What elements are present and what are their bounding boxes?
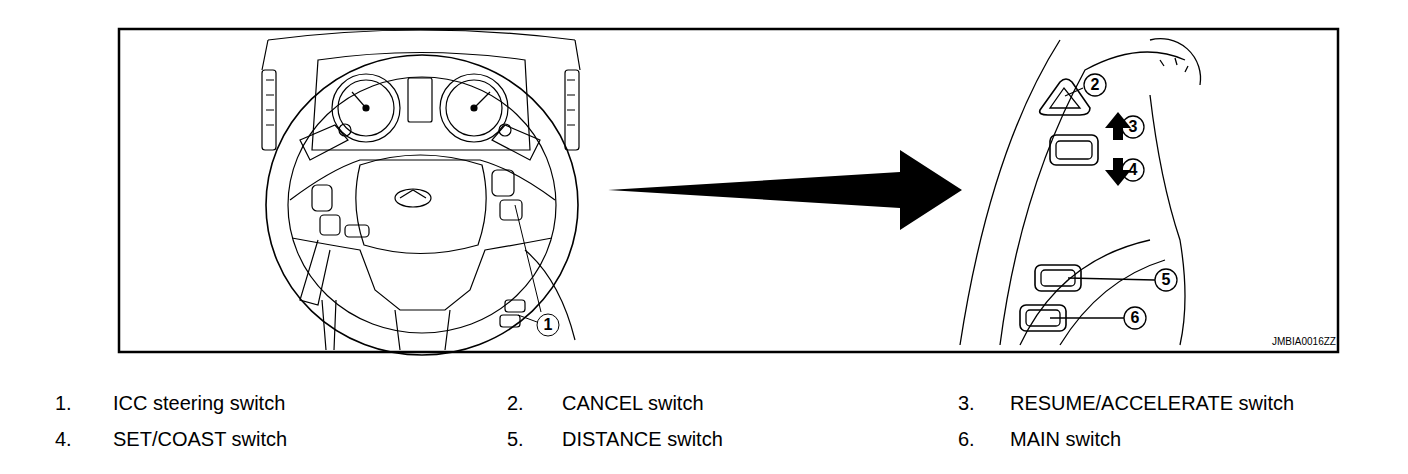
callout-number: 2 — [1091, 77, 1100, 93]
part-name: DISTANCE switch — [562, 429, 723, 449]
zoom-arrow — [608, 150, 962, 230]
callout-number: 3 — [1129, 119, 1138, 135]
list-number: 1. — [55, 393, 72, 413]
steering-wheel-drawing — [262, 30, 580, 355]
callout-number: 6 — [1131, 310, 1140, 326]
figure-code: JMBIA0016ZZ — [1272, 337, 1336, 347]
part-name: SET/COAST switch — [113, 429, 287, 449]
up-arrow — [1105, 112, 1131, 140]
part-name: MAIN switch — [1010, 429, 1121, 449]
part-name: CANCEL switch — [562, 393, 704, 413]
list-number: 5. — [507, 429, 524, 449]
part-name: RESUME/ACCELERATE switch — [1010, 393, 1294, 413]
figure-frame — [119, 29, 1338, 352]
callout-number: 5 — [1162, 272, 1171, 288]
list-number: 6. — [958, 429, 975, 449]
zoomed-switch-drawing — [960, 39, 1201, 345]
list-number: 2. — [507, 393, 524, 413]
list-number: 3. — [958, 393, 975, 413]
leader-line — [515, 205, 559, 336]
callout-number: 4 — [1129, 162, 1138, 178]
part-name: ICC steering switch — [113, 393, 285, 413]
down-arrow — [1105, 158, 1131, 186]
list-number: 4. — [55, 429, 72, 449]
callout-number: 1 — [544, 317, 553, 333]
